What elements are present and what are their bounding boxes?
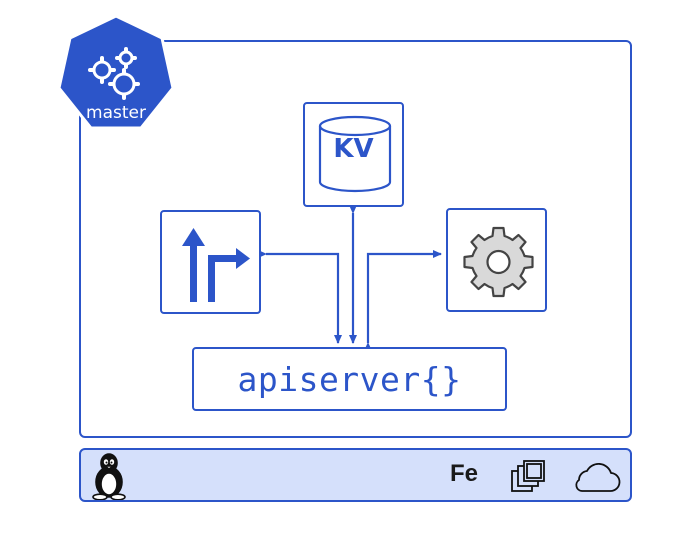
stacked-windows-icon: [511, 460, 545, 492]
kv-store-box: KV: [303, 102, 404, 207]
master-label: master: [86, 103, 146, 123]
footer-bar: [79, 448, 632, 502]
database-cylinder-icon: [318, 115, 392, 193]
linux-tux-icon: [92, 453, 126, 500]
scheduler-box: [160, 210, 261, 314]
fe-label: Fe: [450, 460, 479, 487]
cloud-icon: [575, 462, 621, 492]
master-badge: [57, 14, 175, 130]
apiserver-label: apiserver{}: [237, 359, 462, 399]
gear-icon: [463, 226, 534, 298]
controller-manager-box: [446, 208, 547, 312]
route-arrows-icon: [182, 228, 250, 302]
apiserver-box: apiserver{}: [192, 347, 507, 411]
gears-icon: [88, 47, 140, 100]
kv-label: KV: [333, 134, 374, 164]
